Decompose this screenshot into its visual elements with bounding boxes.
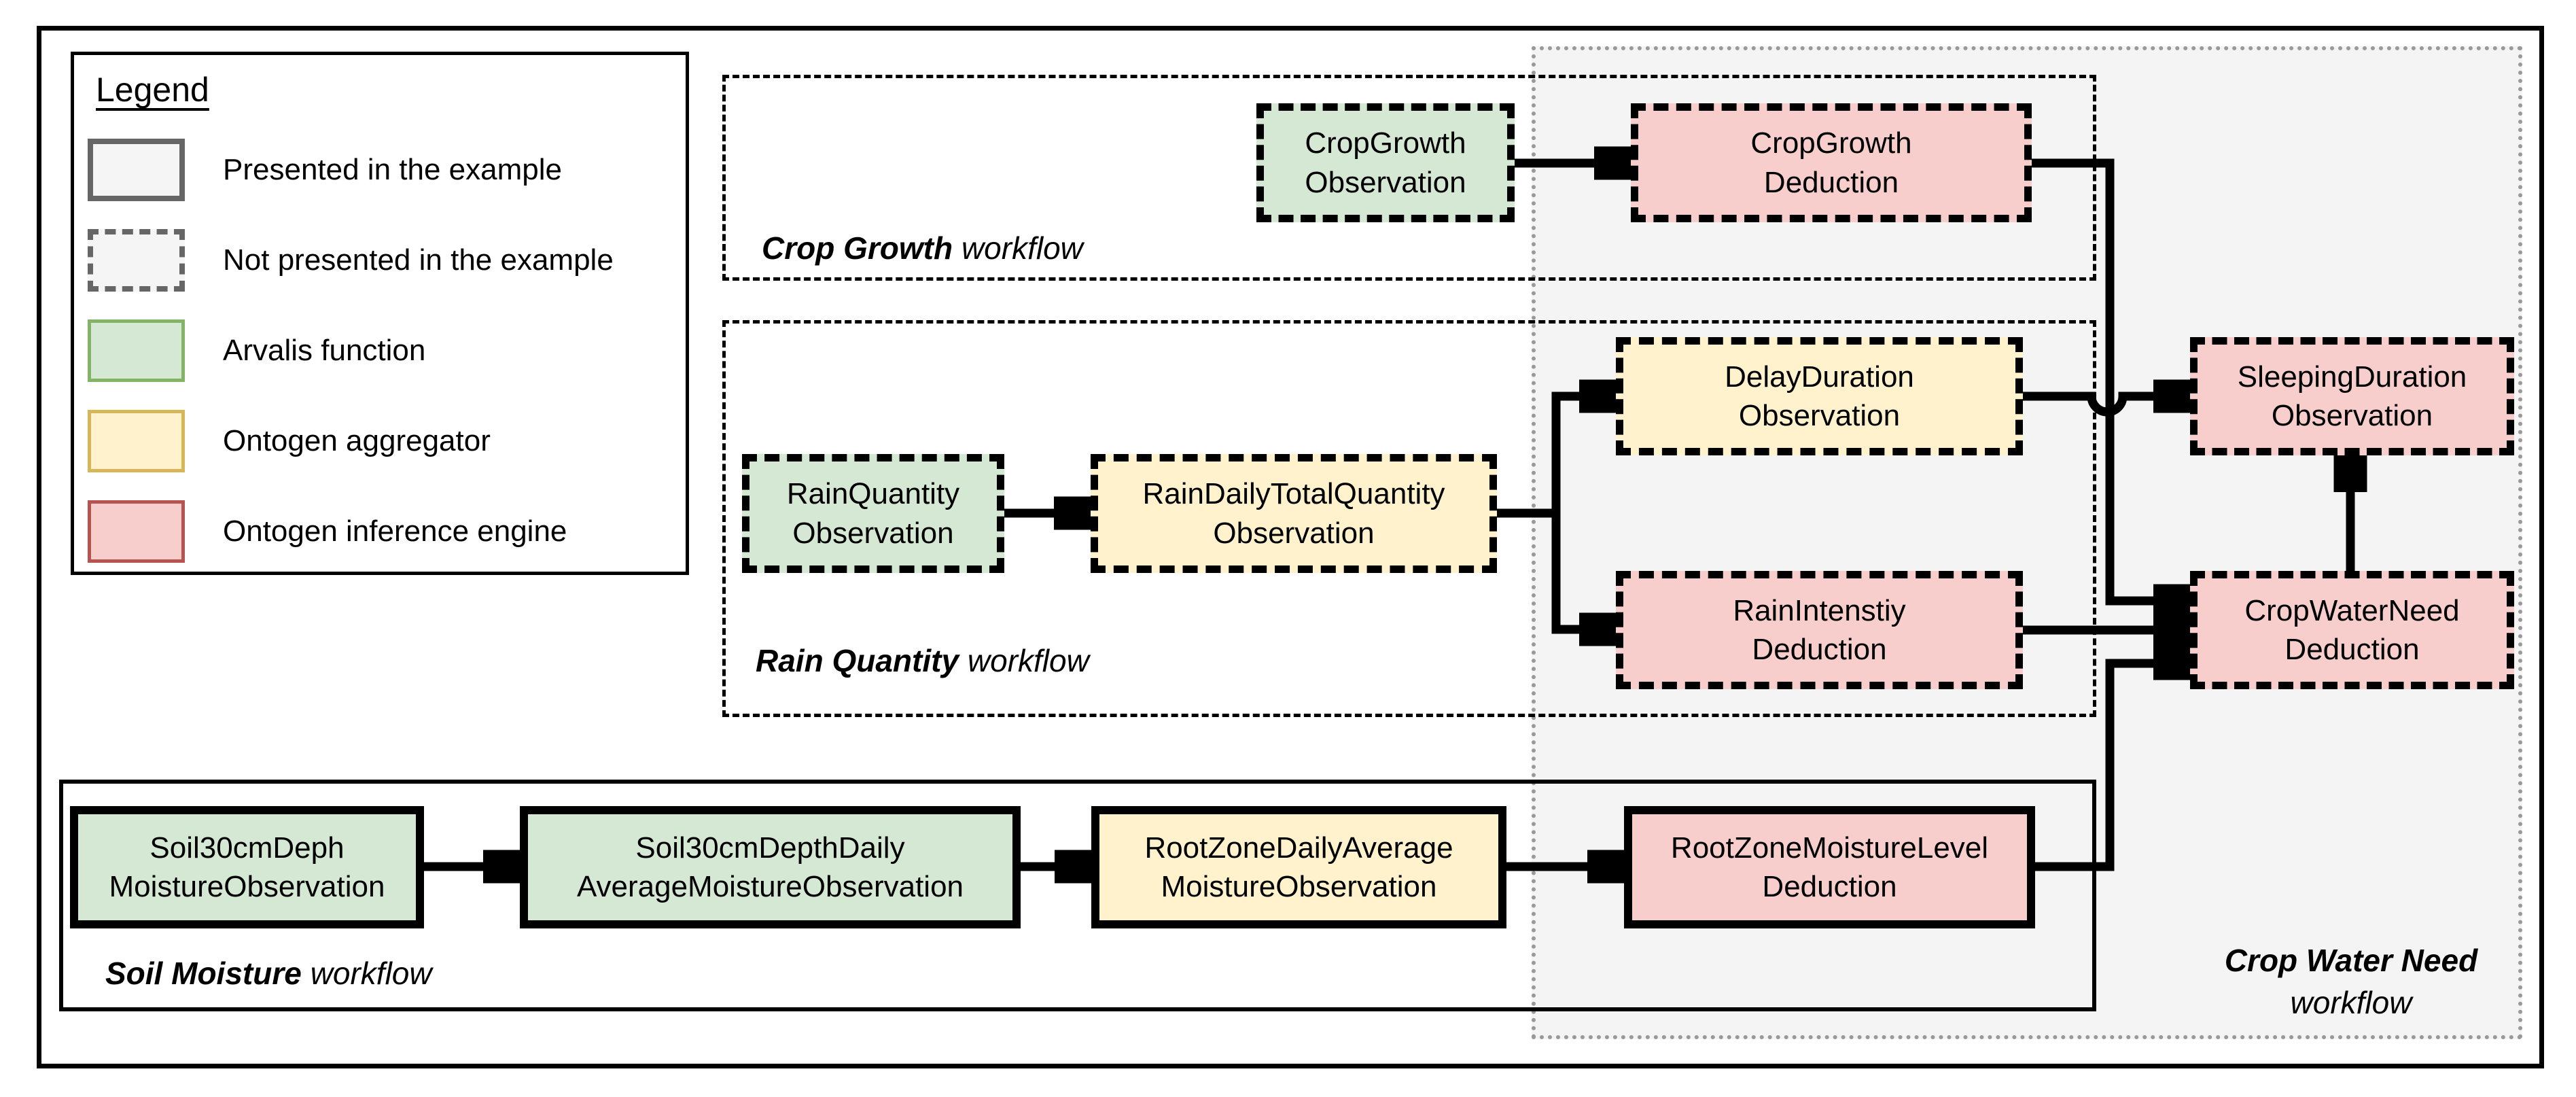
crop-water-need-workflow-label: Crop Water Need workflow — [2147, 939, 2555, 1024]
node-soil30cmdepthdaily-averagemoistureobservation: Soil30cmDepthDaily AverageMoistureObserv… — [520, 806, 1021, 928]
green-swatch-icon — [88, 319, 185, 382]
workflow-name: Crop Growth — [762, 230, 953, 266]
node-soil30cmdeph-moistureobservation: Soil30cmDeph MoistureObservation — [70, 806, 424, 928]
legend-item-ontogen-aggregator: Ontogen aggregator — [88, 410, 491, 472]
node-raindailytotalquantity-observation: RainDailyTotalQuantity Observation — [1091, 454, 1497, 573]
workflow-name: Soil Moisture — [105, 956, 302, 991]
node-rainintenstiy-deduction: RainIntenstiy Deduction — [1616, 571, 2023, 689]
workflow-name: Rain Quantity — [756, 643, 959, 678]
outer-border — [37, 26, 2544, 1068]
legend-item-label: Ontogen aggregator — [223, 424, 491, 457]
legend-item-label: Ontogen inference engine — [223, 515, 567, 548]
workflow-suffix: workflow — [967, 643, 1089, 678]
legend-item-label: Not presented in the example — [223, 243, 614, 277]
legend-item-presented: Presented in the example — [88, 139, 562, 201]
legend-item-arvalis-function: Arvalis function — [88, 319, 425, 382]
node-sleepingduration-observation: SleepingDuration Observation — [2190, 337, 2514, 455]
node-cropgrowth-observation: CropGrowth Observation — [1256, 103, 1515, 222]
node-cropgrowth-deduction: CropGrowth Deduction — [1631, 103, 2032, 222]
workflow-name: Crop Water Need — [2224, 943, 2478, 978]
red-swatch-icon — [88, 500, 185, 563]
node-rootzonedailyaverage-moistureobservation: RootZoneDailyAverage MoistureObservation — [1091, 806, 1506, 928]
legend: Legend Presented in the example Not pres… — [71, 52, 689, 575]
legend-item-label: Arvalis function — [223, 334, 426, 367]
legend-item-not-presented: Not presented in the example — [88, 229, 614, 292]
legend-title: Legend — [96, 71, 209, 109]
node-cropwaterneed-deduction: CropWaterNeed Deduction — [2190, 571, 2514, 689]
node-delayduration-observation: DelayDuration Observation — [1616, 337, 2023, 455]
workflow-suffix: workflow — [310, 956, 432, 991]
node-rainquantity-observation: RainQuantity Observation — [742, 454, 1004, 573]
soil-moisture-workflow-container — [59, 780, 2096, 1011]
node-rootzonemoisturelevel-deduction: RootZoneMoistureLevel Deduction — [1624, 806, 2035, 928]
yellow-swatch-icon — [88, 410, 185, 472]
legend-item-label: Presented in the example — [223, 153, 562, 186]
solid-gray-swatch-icon — [88, 139, 185, 201]
workflow-suffix: workflow — [961, 230, 1083, 266]
dashed-gray-swatch-icon — [88, 229, 185, 292]
legend-item-ontogen-inference-engine: Ontogen inference engine — [88, 500, 567, 563]
workflow-suffix: workflow — [2290, 985, 2412, 1021]
